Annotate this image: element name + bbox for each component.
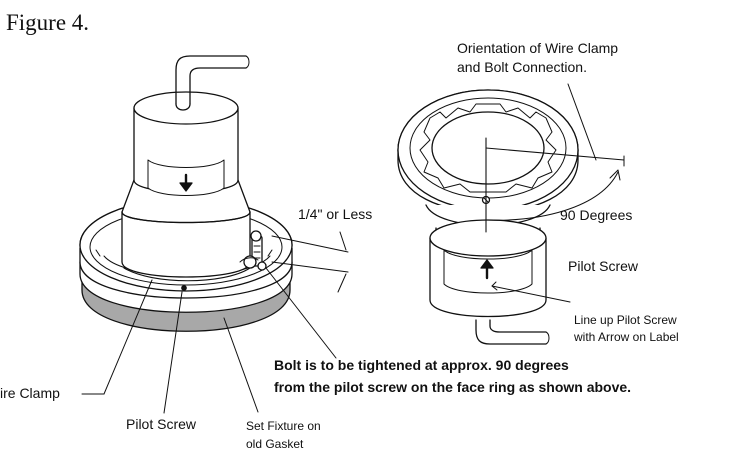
wire-clamp-label: ire Clamp [0,385,60,401]
quarter-inch-label: 1/4" or Less [298,206,373,222]
pilot-screw-right-label: Pilot Screw [568,258,639,274]
bolt-note-line2: from the pilot screw on the face ring as… [274,379,632,395]
left-leaders [81,267,337,414]
up-arrow-icon [480,259,494,280]
right-fixture [397,83,625,345]
right-leaders [491,281,571,303]
line-up-label-line2: with Arrow on Label [574,330,679,344]
bolt-icon [239,230,267,271]
ninety-degrees-label: 90 Degrees [560,207,633,223]
set-fixture-label-line1: Set Fixture on [246,419,321,433]
orientation-label-line1: Orientation of Wire Clamp [457,40,619,56]
orientation-label-line2: and Bolt Connection. [457,59,587,75]
line-up-label-line1: Line up Pilot Screw [574,313,677,327]
bolt-note-line1: Bolt is to be tightened at approx. 90 de… [274,357,569,373]
pilot-screw-dot [181,285,187,291]
down-arrow-icon [179,173,193,192]
set-fixture-label-line2: old Gasket [246,437,304,451]
pilot-screw-left-label: Pilot Screw [126,416,197,432]
power-cable [175,55,247,105]
power-cable-right [475,319,547,345]
left-fixture [79,55,349,332]
figure-title: Figure 4. [6,10,90,35]
